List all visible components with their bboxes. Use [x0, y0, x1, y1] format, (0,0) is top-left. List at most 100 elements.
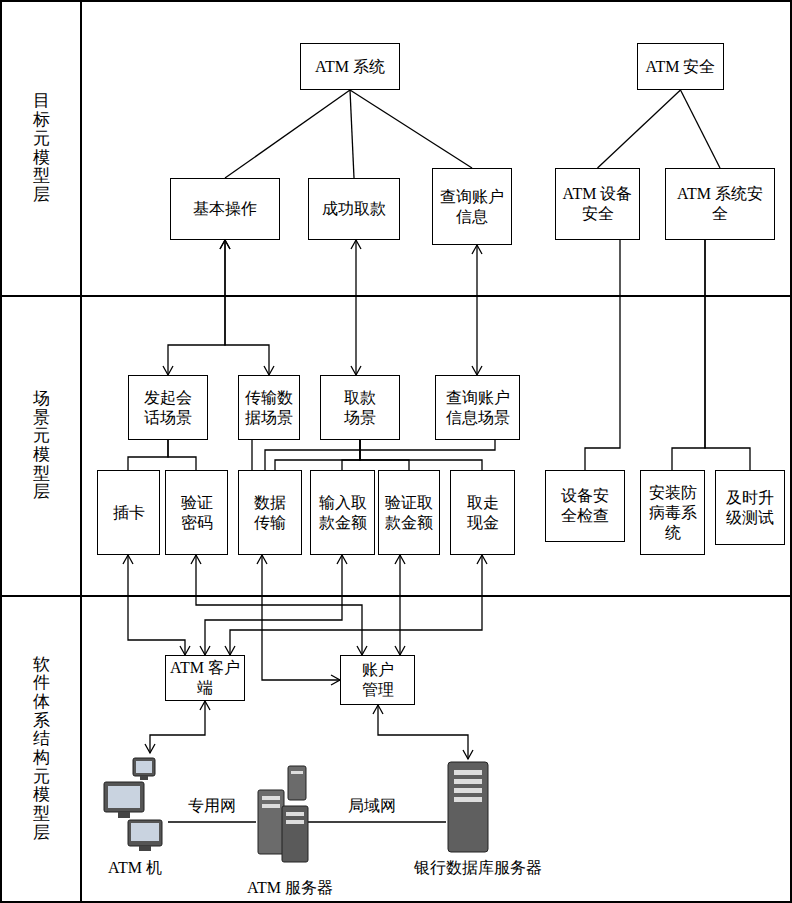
layer-name: 软件体系结构元模型层 — [33, 656, 50, 843]
layer-label-cell: 软件体系结构元模型层 — [2, 597, 82, 901]
connector — [360, 440, 482, 470]
model-box: ATM 系统 — [300, 43, 400, 90]
box-text: 取走现金 — [463, 493, 502, 533]
box-text: 验证密码 — [176, 493, 217, 533]
box-text: ATM 设备安全 — [559, 184, 636, 224]
box-text: 账户管理 — [359, 660, 396, 700]
layer-name: 场景元模型层 — [33, 390, 50, 502]
connector — [360, 440, 409, 470]
layer-name: 目标元模型层 — [33, 92, 50, 204]
model-box: 查询账户信息 — [432, 168, 512, 245]
connector-line — [355, 240, 356, 375]
connector-line — [128, 440, 168, 470]
model-box: ATM 系统安全 — [665, 168, 775, 240]
arrowhead — [373, 705, 383, 714]
database-server-icon — [448, 762, 488, 852]
drive-bay — [286, 820, 304, 824]
monitor — [104, 782, 144, 812]
arrowhead — [264, 366, 274, 375]
connector — [351, 240, 361, 375]
connector-line — [168, 240, 225, 375]
stand — [139, 846, 151, 851]
drive-bay — [286, 812, 304, 816]
box-text: ATM 安全 — [642, 57, 719, 77]
connector — [585, 240, 620, 470]
connector-line — [350, 90, 472, 168]
connector-line — [265, 440, 495, 470]
arrowhead — [331, 675, 340, 685]
layer-band: 场景元模型层发起会话场景传输数据场景取款场景查询账户信息场景插卡验证密码数据传输… — [0, 295, 792, 597]
drive-bay — [291, 771, 303, 774]
device-label: 专用网 — [186, 796, 238, 816]
arrowhead — [123, 555, 133, 564]
connector — [225, 555, 487, 655]
box-text: 查询账户信息 — [437, 187, 507, 227]
connector — [265, 440, 495, 470]
connector-line — [360, 440, 409, 470]
connector-line — [476, 245, 477, 375]
connector-line — [598, 90, 681, 168]
connector — [472, 245, 482, 375]
arrowhead — [472, 366, 482, 375]
connector-line — [681, 90, 721, 168]
connector-line — [225, 90, 350, 178]
connector — [252, 440, 253, 470]
model-box: 传输数据场景 — [238, 375, 300, 440]
connector-line — [128, 555, 185, 655]
atm-machine-icon — [104, 758, 162, 851]
arrowhead — [200, 701, 210, 710]
box-text: 及时升级测试 — [724, 488, 776, 528]
drive-bay — [454, 770, 482, 775]
connector — [128, 440, 168, 470]
box-text: 输入取款金额 — [315, 493, 370, 533]
connector-line — [225, 240, 269, 375]
layer-band: 软件体系结构元模型层 ATM 客户端 账户管理 — [0, 595, 792, 903]
model-box: 成功取款 — [308, 178, 400, 240]
connector-line — [350, 90, 354, 178]
connector-line — [360, 440, 482, 470]
arrowhead — [225, 646, 235, 655]
connector-line — [399, 555, 400, 655]
connector-line — [378, 705, 468, 759]
box-text: 发起会话场景 — [139, 388, 197, 428]
screen — [136, 761, 152, 773]
arrowhead — [337, 555, 347, 564]
connector — [342, 440, 360, 470]
arrowhead — [163, 366, 173, 375]
arrowhead — [351, 366, 361, 375]
screen — [131, 823, 159, 841]
model-box: 账户管理 — [340, 655, 415, 705]
arrowhead — [180, 646, 190, 655]
server-tower — [288, 766, 306, 800]
device-label: 局域网 — [346, 796, 398, 816]
monitor — [133, 758, 155, 776]
layer-band: 目标元模型层 ATM 系统 ATM 安全基本操作 成功取款查询账户信息 ATM 设备安全… — [0, 0, 792, 297]
connector-line — [205, 555, 342, 655]
box-text: ATM 客户端 — [170, 658, 240, 698]
device-label: 银行数据库服务器 — [412, 858, 544, 878]
model-box: 及时升级测试 — [715, 470, 785, 545]
model-box: ATM 安全 — [637, 43, 724, 90]
model-box: 查询账户信息场景 — [435, 375, 520, 440]
layer-label-cell: 目标元模型层 — [2, 2, 82, 295]
model-box: 设备安全检查 — [545, 470, 625, 542]
server-tower — [282, 806, 308, 862]
arrowhead — [145, 744, 155, 753]
connector — [672, 240, 705, 470]
device-label: ATM 机 — [106, 858, 164, 878]
connector — [705, 240, 750, 470]
box-text: 基本操作 — [175, 199, 275, 219]
device-link — [145, 701, 210, 753]
drive-bay — [454, 788, 482, 793]
model-box: 数据传输 — [238, 470, 302, 555]
connector — [598, 90, 681, 168]
private-network-line — [168, 821, 256, 822]
connector-line — [672, 240, 705, 470]
model-box: 基本操作 — [170, 178, 280, 240]
connector — [275, 440, 360, 470]
arrowhead — [395, 646, 405, 655]
connector — [191, 555, 367, 655]
